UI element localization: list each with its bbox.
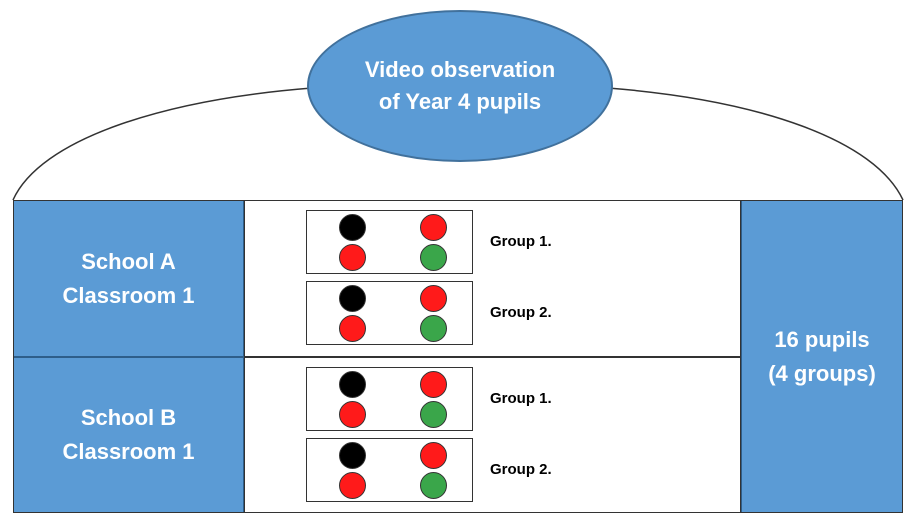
pupil-dot-black xyxy=(339,214,366,241)
pupil-dot-black xyxy=(339,285,366,312)
school-a-name: School A xyxy=(81,248,176,274)
school-a-group-1-box xyxy=(306,210,473,274)
pupil-dot-green xyxy=(420,244,447,271)
pupil-dot-red xyxy=(339,401,366,428)
summary-groups: (4 groups) xyxy=(768,360,876,386)
summary-cell: 16 pupils (4 groups) xyxy=(741,200,903,513)
pupil-dot-red xyxy=(420,371,447,398)
school-a-classroom: Classroom 1 xyxy=(62,282,195,308)
pupil-dot-red xyxy=(420,442,447,469)
pupil-dot-green xyxy=(420,401,447,428)
table-frame xyxy=(13,200,903,513)
school-b-group-2-label: Group 2. xyxy=(490,461,552,478)
pupil-dot-black xyxy=(339,371,366,398)
title-line-1: Video observation xyxy=(364,57,556,82)
school-a-group-1-label: Group 1. xyxy=(490,233,552,250)
school-b-name: School B xyxy=(80,405,177,430)
school-b-classroom: Classroom 1 xyxy=(62,439,195,464)
school-b-group-2-box xyxy=(306,438,473,502)
pupil-dot-black xyxy=(339,442,366,469)
school-b-group-1-box xyxy=(306,367,473,431)
pupil-dot-red xyxy=(339,472,366,499)
pupil-dot-green xyxy=(420,472,447,499)
school-a-group-2-label: Group 2. xyxy=(490,304,552,321)
summary-pupils: 16 pupils xyxy=(774,326,870,352)
school-a-group-2-box xyxy=(306,281,473,345)
title-ellipse: Video observation of Year 4 pupils xyxy=(307,10,613,162)
pupil-dot-green xyxy=(420,315,447,342)
title-line-2: of Year 4 pupils xyxy=(378,89,542,114)
pupil-dot-red xyxy=(339,315,366,342)
pupil-dot-red xyxy=(339,244,366,271)
pupil-dot-red xyxy=(420,285,447,312)
pupil-dot-red xyxy=(420,214,447,241)
school-b-cell: School B Classroom 1 xyxy=(13,357,244,513)
school-b-group-1-label: Group 1. xyxy=(490,390,552,407)
